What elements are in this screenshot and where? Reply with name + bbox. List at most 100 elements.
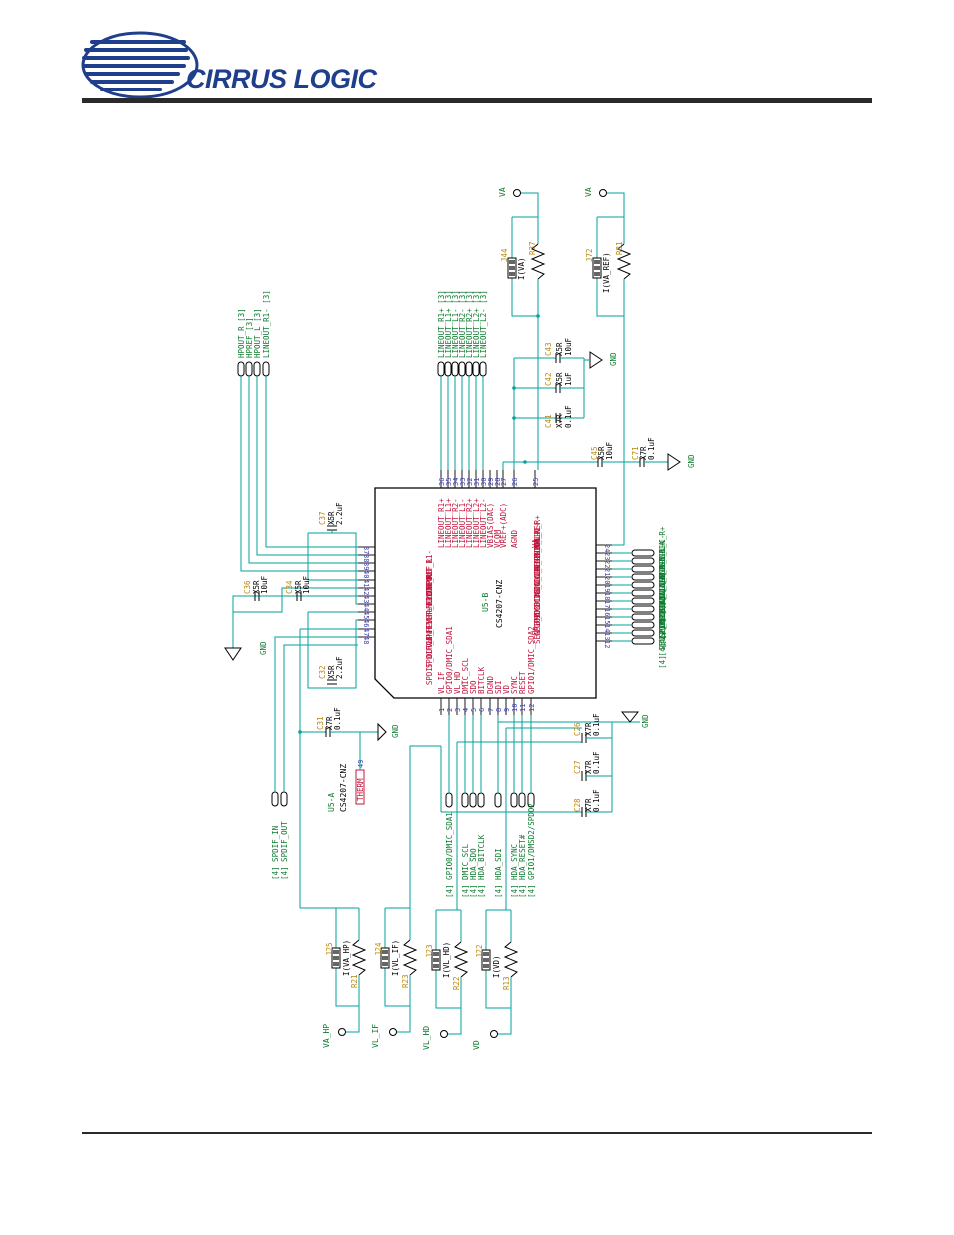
connector-icon xyxy=(262,361,270,377)
wire xyxy=(274,636,358,792)
connector-icon xyxy=(631,613,655,621)
wire xyxy=(596,217,624,317)
rail-label: VD xyxy=(472,1040,481,1050)
probe-label: I(VA_HP) xyxy=(342,940,351,976)
connector-icon xyxy=(271,791,279,807)
cap-value: 10uF xyxy=(302,575,311,594)
connector-icon xyxy=(631,637,655,645)
pin-name: SPDIF_OUT1 xyxy=(425,640,434,685)
rail-label: VA_HP xyxy=(322,1024,331,1048)
pin-name: BITCLK xyxy=(477,666,486,694)
pin-number: 2 xyxy=(446,708,454,712)
net-label: LINEOUT_L2- [3] xyxy=(479,290,488,358)
cap-ref: C45 xyxy=(590,446,599,460)
rail-terminal xyxy=(338,1028,346,1036)
pin-number: 20 xyxy=(603,576,611,584)
connector-icon xyxy=(458,361,466,377)
pin-name: MICIN_L+ xyxy=(533,567,542,604)
jumper-pin xyxy=(333,956,339,960)
pin-number: 1 xyxy=(438,708,446,712)
ground-icon xyxy=(224,647,242,661)
probe-label: I(VA_REF) xyxy=(602,252,611,293)
wire xyxy=(511,217,538,317)
wire xyxy=(283,644,358,792)
cap-ref: C26 xyxy=(573,722,582,736)
junction-dot xyxy=(512,386,516,390)
pin-number: 12 xyxy=(603,640,611,648)
cap-value: 0.1uF xyxy=(592,751,601,774)
wire xyxy=(307,533,358,581)
pin-number: 45 xyxy=(362,611,370,619)
chip-ref: U5-A xyxy=(327,793,336,812)
junction-dot xyxy=(512,416,516,420)
pin-name: LINEIN_L+ xyxy=(533,531,542,572)
pin-number: 22 xyxy=(603,560,611,568)
wire xyxy=(308,532,358,605)
resistor-ref: R22 xyxy=(452,976,461,990)
pin-number: 14 xyxy=(603,624,611,632)
gnd-label: GND xyxy=(259,641,268,655)
net-label: [2] LINEIN_L- xyxy=(658,551,667,610)
net-label: [2] LINEIN_L+ xyxy=(658,542,667,601)
cap-type: X7R xyxy=(555,414,564,428)
ground-icon xyxy=(589,351,603,369)
wire xyxy=(397,975,411,1033)
pin-number: 48 xyxy=(362,636,370,644)
footer-rule xyxy=(82,1132,872,1134)
net-label: LINEOUT_R2+ [3] xyxy=(465,290,474,358)
cap-type: X7R xyxy=(639,446,648,460)
connector-icon xyxy=(631,565,655,573)
pin-name: VL_HD xyxy=(453,671,462,694)
pin-number: 18 xyxy=(603,592,611,600)
resistor-icon xyxy=(351,939,367,976)
connector-icon xyxy=(461,792,469,808)
rail-terminal xyxy=(440,1030,448,1038)
pin-number: 33 xyxy=(459,478,467,486)
pin-name: SENSE_A xyxy=(533,612,542,644)
cap-ref: C36 xyxy=(243,580,252,594)
pin-number: 7 xyxy=(487,708,495,712)
cap-value: 0.1uF xyxy=(592,789,601,812)
connector-icon xyxy=(437,361,445,377)
pin-number: 35 xyxy=(445,478,453,486)
pin-name: AGND xyxy=(510,529,519,548)
connector-icon xyxy=(518,792,526,808)
net-label: [4] HDA_SDI xyxy=(494,848,503,898)
wire xyxy=(335,908,359,1007)
net-label: [2] LINEIN_R+ xyxy=(658,526,667,585)
pin-number: 23 xyxy=(603,552,611,560)
pin-number: 40 xyxy=(362,570,370,578)
pin-number: 8 xyxy=(495,708,503,712)
pin-number: 21 xyxy=(603,568,611,576)
pin-number: 46 xyxy=(362,619,370,627)
rail-label: VA xyxy=(498,187,507,197)
pin-name: VHP_FILT+ xyxy=(425,607,434,648)
wire xyxy=(233,587,358,613)
net-label: [4] DMIC_SCL xyxy=(461,843,470,898)
cap-value: 10uF xyxy=(564,337,573,356)
connector-icon xyxy=(451,361,459,377)
probe-label: I(VD) xyxy=(492,955,501,978)
jumper-pin xyxy=(333,962,339,966)
connector-icon xyxy=(510,792,518,808)
pin-number: 25 xyxy=(532,478,540,486)
net-label: LINEOUT_R1- [3] xyxy=(262,290,271,358)
rail-label: VL_HD xyxy=(422,1026,431,1050)
cap-type: X5R xyxy=(294,580,303,594)
net-label: [2] MICIN_L+ xyxy=(658,576,667,631)
gnd-label: GND xyxy=(687,454,696,468)
connector-icon xyxy=(631,557,655,565)
jumper-pin xyxy=(483,952,489,956)
connector-icon xyxy=(631,581,655,589)
pin-name: GPIO2 xyxy=(533,613,542,636)
pin-name: FLYN xyxy=(425,591,434,609)
pin-number: 43 xyxy=(362,595,370,603)
pin-name: LINEOUT_R1- xyxy=(425,550,434,600)
header-rule xyxy=(82,98,872,103)
pin-name: MICBIAS xyxy=(533,588,542,620)
net-label: [4] SPDIF_IN xyxy=(271,826,280,880)
jumper-pin xyxy=(509,260,515,264)
pin-number: 3 xyxy=(454,708,462,712)
net-label: [4] HDA_SYNC xyxy=(510,844,519,898)
cap-ref: C37 xyxy=(318,511,327,525)
